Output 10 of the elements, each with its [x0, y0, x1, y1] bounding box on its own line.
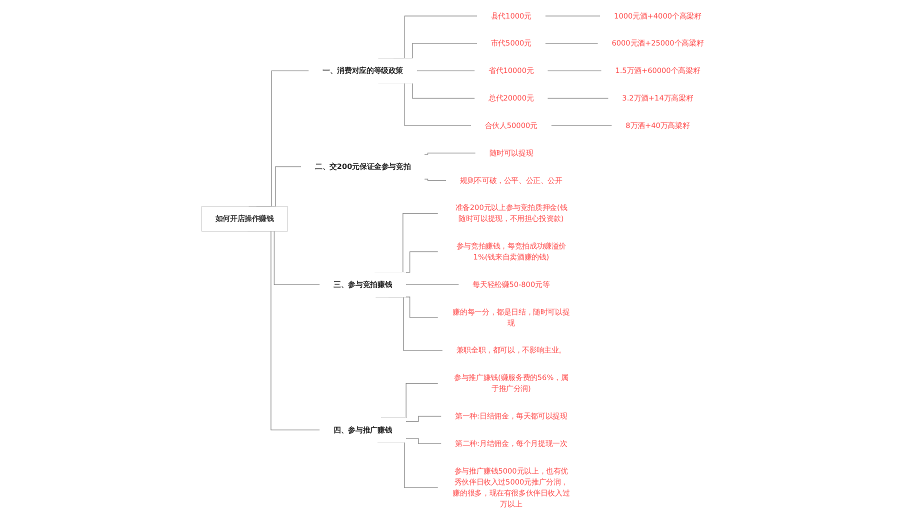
connector	[550, 125, 612, 126]
connector	[424, 152, 476, 155]
connector	[404, 416, 442, 422]
connector	[546, 98, 608, 99]
connector	[404, 284, 459, 285]
connector	[404, 438, 442, 444]
connector	[544, 43, 598, 44]
connector	[424, 178, 446, 181]
connector	[546, 70, 602, 72]
connector	[416, 70, 475, 72]
